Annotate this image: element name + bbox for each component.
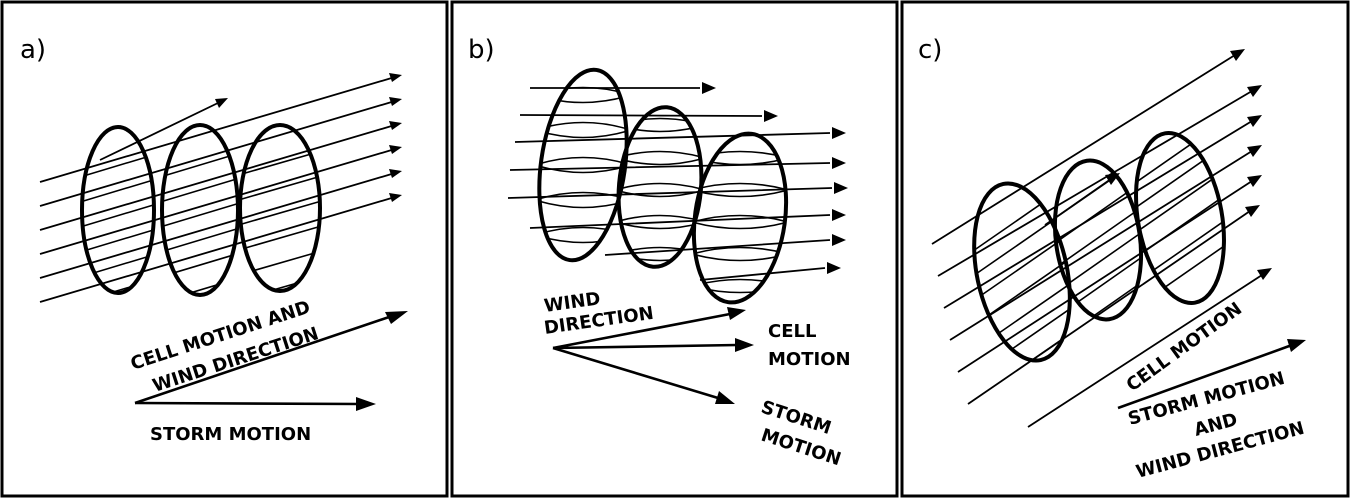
panel-a: a) CELL MOTION AND <box>2 2 447 496</box>
panel-c-frame <box>902 2 1348 496</box>
storm-motion-arrow <box>135 403 360 404</box>
label-cell: CELL <box>768 321 816 342</box>
label-storm-motion: STORM MOTION <box>150 424 311 445</box>
panel-a-letter: a) <box>20 35 46 65</box>
panel-b: b) <box>452 2 897 496</box>
panel-b-letter: b) <box>468 35 495 65</box>
panel-a-frame <box>2 2 447 496</box>
panel-c: c) CELL MOTION STOR <box>902 2 1348 496</box>
panel-c-letter: c) <box>918 35 942 65</box>
label-cell-motion: MOTION <box>768 349 851 370</box>
